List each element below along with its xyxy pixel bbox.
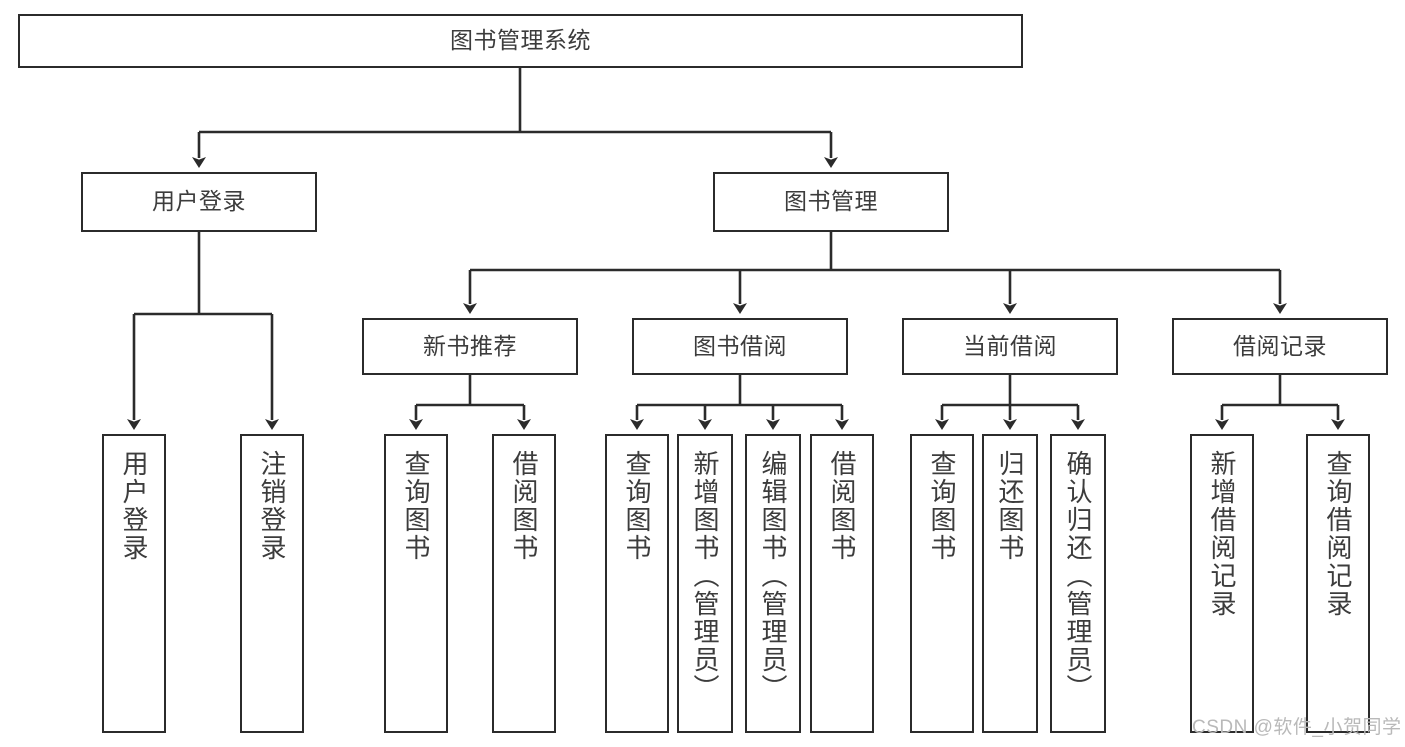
- node-label: 图书管理系统: [450, 27, 591, 54]
- leaf-query-book-current[interactable]: 查询图书: [910, 434, 974, 733]
- node-label: 图书借阅: [693, 332, 787, 359]
- node-label: 当前借阅: [963, 332, 1057, 359]
- leaf-edit-book-admin[interactable]: 编辑图书（管理员）: [745, 434, 801, 733]
- node-user-login[interactable]: 用户登录: [81, 172, 317, 232]
- node-label: 用户登录: [119, 450, 150, 562]
- leaf-add-borrow-record[interactable]: 新增借阅记录: [1190, 434, 1254, 733]
- node-label: 查询图书: [401, 450, 432, 562]
- node-label: 新书推荐: [423, 332, 517, 359]
- node-book-borrow[interactable]: 图书借阅: [632, 318, 848, 375]
- leaf-query-book-recommend[interactable]: 查询图书: [384, 434, 448, 733]
- node-label: 借阅图书: [509, 450, 540, 562]
- node-label: 查询图书: [622, 450, 653, 562]
- leaf-confirm-return-admin[interactable]: 确认归还（管理员）: [1050, 434, 1106, 733]
- node-label: 注销登录: [257, 450, 288, 562]
- node-label: 新增借阅记录: [1207, 450, 1238, 618]
- leaf-add-book-admin[interactable]: 新增图书（管理员）: [677, 434, 733, 733]
- node-root-system[interactable]: 图书管理系统: [18, 14, 1023, 68]
- node-label: 用户登录: [152, 188, 246, 215]
- leaf-query-book-borrow[interactable]: 查询图书: [605, 434, 669, 733]
- node-label: 图书管理: [784, 188, 878, 215]
- node-new-book-recommend[interactable]: 新书推荐: [362, 318, 578, 375]
- leaf-borrow-book-recommend[interactable]: 借阅图书: [492, 434, 556, 733]
- leaf-query-borrow-record[interactable]: 查询借阅记录: [1306, 434, 1370, 733]
- leaf-borrow-book[interactable]: 借阅图书: [810, 434, 874, 733]
- node-label: 借阅图书: [827, 450, 858, 562]
- node-book-management[interactable]: 图书管理: [713, 172, 949, 232]
- node-label: 归还图书: [995, 450, 1026, 562]
- node-current-borrow[interactable]: 当前借阅: [902, 318, 1118, 375]
- leaf-logout[interactable]: 注销登录: [240, 434, 304, 733]
- leaf-user-login[interactable]: 用户登录: [102, 434, 166, 733]
- node-label: 借阅记录: [1233, 332, 1327, 359]
- node-label: 编辑图书（管理员）: [758, 450, 789, 702]
- node-label: 确认归还（管理员）: [1063, 450, 1094, 702]
- node-label: 新增图书（管理员）: [690, 450, 721, 702]
- node-label: 查询借阅记录: [1323, 450, 1354, 618]
- node-label: 查询图书: [927, 450, 958, 562]
- csdn-watermark: CSDN @软件_小贺同学: [1192, 717, 1402, 738]
- leaf-return-book[interactable]: 归还图书: [982, 434, 1038, 733]
- node-borrow-record[interactable]: 借阅记录: [1172, 318, 1388, 375]
